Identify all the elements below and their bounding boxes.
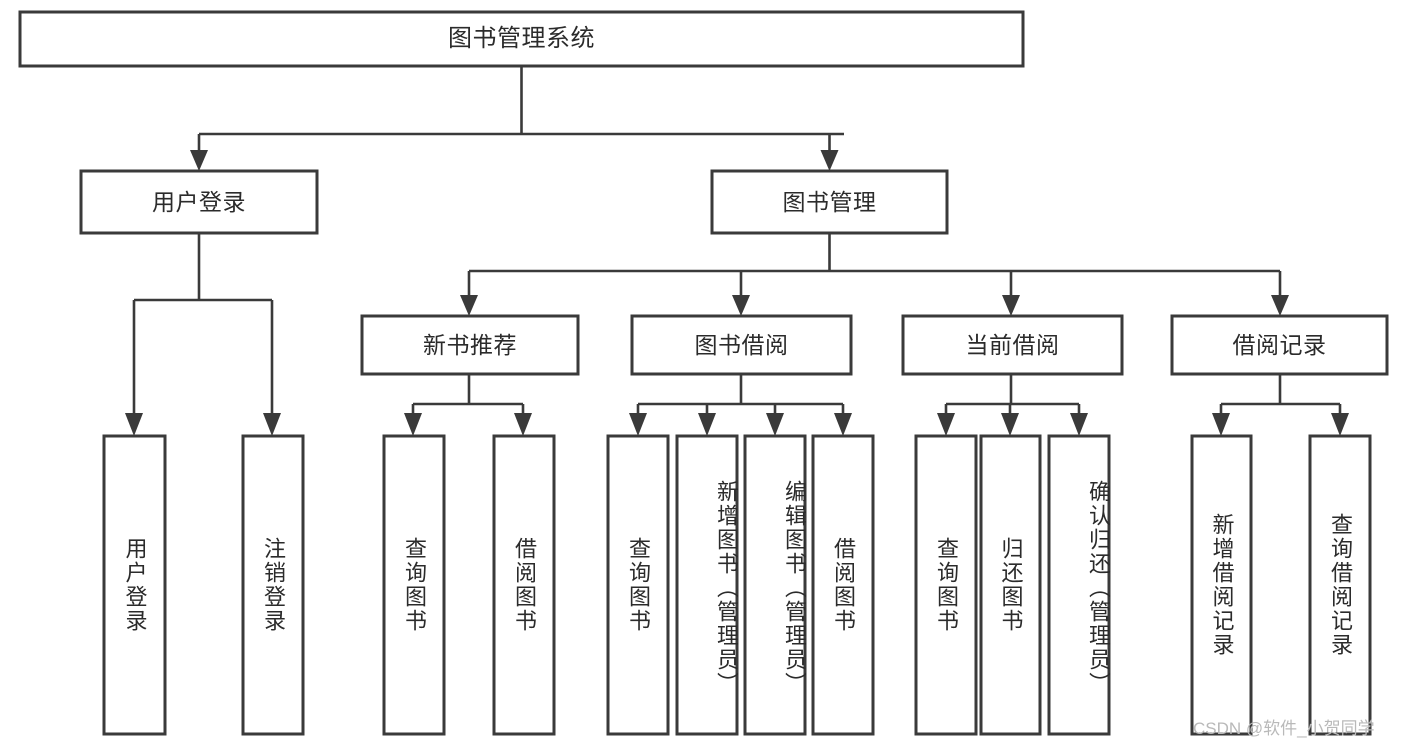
node-box-leaf-query-book-c[interactable] bbox=[914, 434, 978, 736]
node-box-leaf-borrow-book-b[interactable] bbox=[811, 434, 875, 736]
connector-borrow-to-leaves bbox=[629, 374, 852, 436]
node-box-leaf-borrow-book-a[interactable] bbox=[492, 434, 556, 736]
connector-newbook-to-leaves bbox=[404, 374, 532, 436]
connector-userlogin-to-leaves bbox=[125, 233, 281, 436]
node-box-leaf-add-book[interactable] bbox=[675, 434, 739, 736]
node-box-leaf-edit-book[interactable] bbox=[743, 434, 807, 736]
node-box-book-management[interactable] bbox=[710, 169, 949, 235]
node-box-book-borrow[interactable] bbox=[630, 314, 853, 376]
node-box-root[interactable] bbox=[18, 10, 1025, 68]
node-box-leaf-query-book-a[interactable] bbox=[382, 434, 446, 736]
node-box-user-login[interactable] bbox=[79, 169, 319, 235]
node-box-leaf-logout[interactable] bbox=[241, 434, 305, 736]
node-box-leaf-return-book[interactable] bbox=[979, 434, 1042, 736]
node-box-current-borrow[interactable] bbox=[901, 314, 1124, 376]
node-box-leaf-query-record[interactable] bbox=[1308, 434, 1372, 736]
node-box-borrow-record[interactable] bbox=[1170, 314, 1389, 376]
node-box-leaf-query-book-b[interactable] bbox=[606, 434, 670, 736]
node-box-leaf-add-record[interactable] bbox=[1190, 434, 1253, 736]
node-box-leaf-user-login[interactable] bbox=[102, 434, 167, 736]
watermark-text: CSDN @软件_小贺同学 bbox=[1193, 719, 1375, 738]
connector-root-to-level2 bbox=[190, 66, 844, 171]
node-box-new-book-recommend[interactable] bbox=[360, 314, 580, 376]
connector-current-to-leaves bbox=[937, 374, 1088, 436]
node-box-leaf-confirm-return[interactable] bbox=[1047, 434, 1111, 736]
connector-record-to-leaves bbox=[1212, 374, 1349, 436]
connector-bookmgmt-to-level3 bbox=[460, 233, 1289, 316]
